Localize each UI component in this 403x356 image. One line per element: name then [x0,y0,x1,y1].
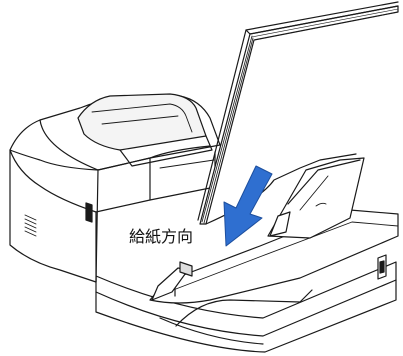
paper-support [267,157,365,239]
feed-direction-arrow [223,165,273,247]
paper-stack [197,1,399,225]
feed-direction-label: 給紙方向 [129,227,194,246]
printer-base [95,261,397,353]
vent-slots [24,214,37,237]
printer-top-cover [77,93,216,201]
side-latch [85,202,93,223]
